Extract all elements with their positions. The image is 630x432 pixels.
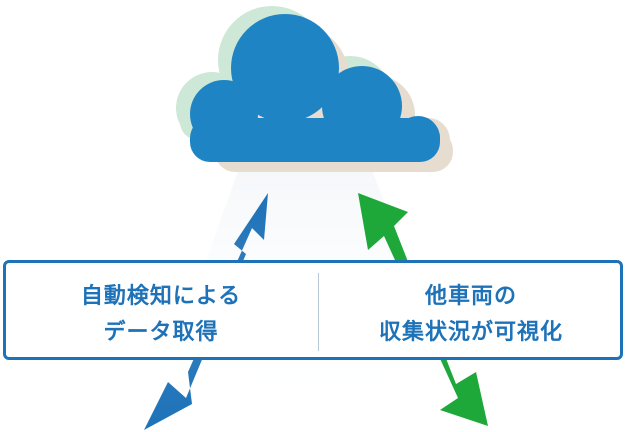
auto-detection-label-line2: データ取得 [103, 320, 219, 345]
visualization-label: 他車両の 収集状況が可視化 [336, 279, 606, 351]
feature-label-box: 自動検知による データ取得 他車両の 収集状況が可視化 [3, 260, 623, 360]
visualization-label-line2: 収集状況が可視化 [378, 320, 563, 345]
label-divider [318, 273, 319, 351]
auto-detection-label: 自動検知による データ取得 [26, 279, 296, 351]
upload-arrow-icon [144, 193, 268, 430]
cloud-icon [190, 14, 440, 162]
auto-detection-label-line1: 自動検知による [80, 284, 242, 309]
visualization-label-line1: 他車両の [424, 284, 517, 309]
